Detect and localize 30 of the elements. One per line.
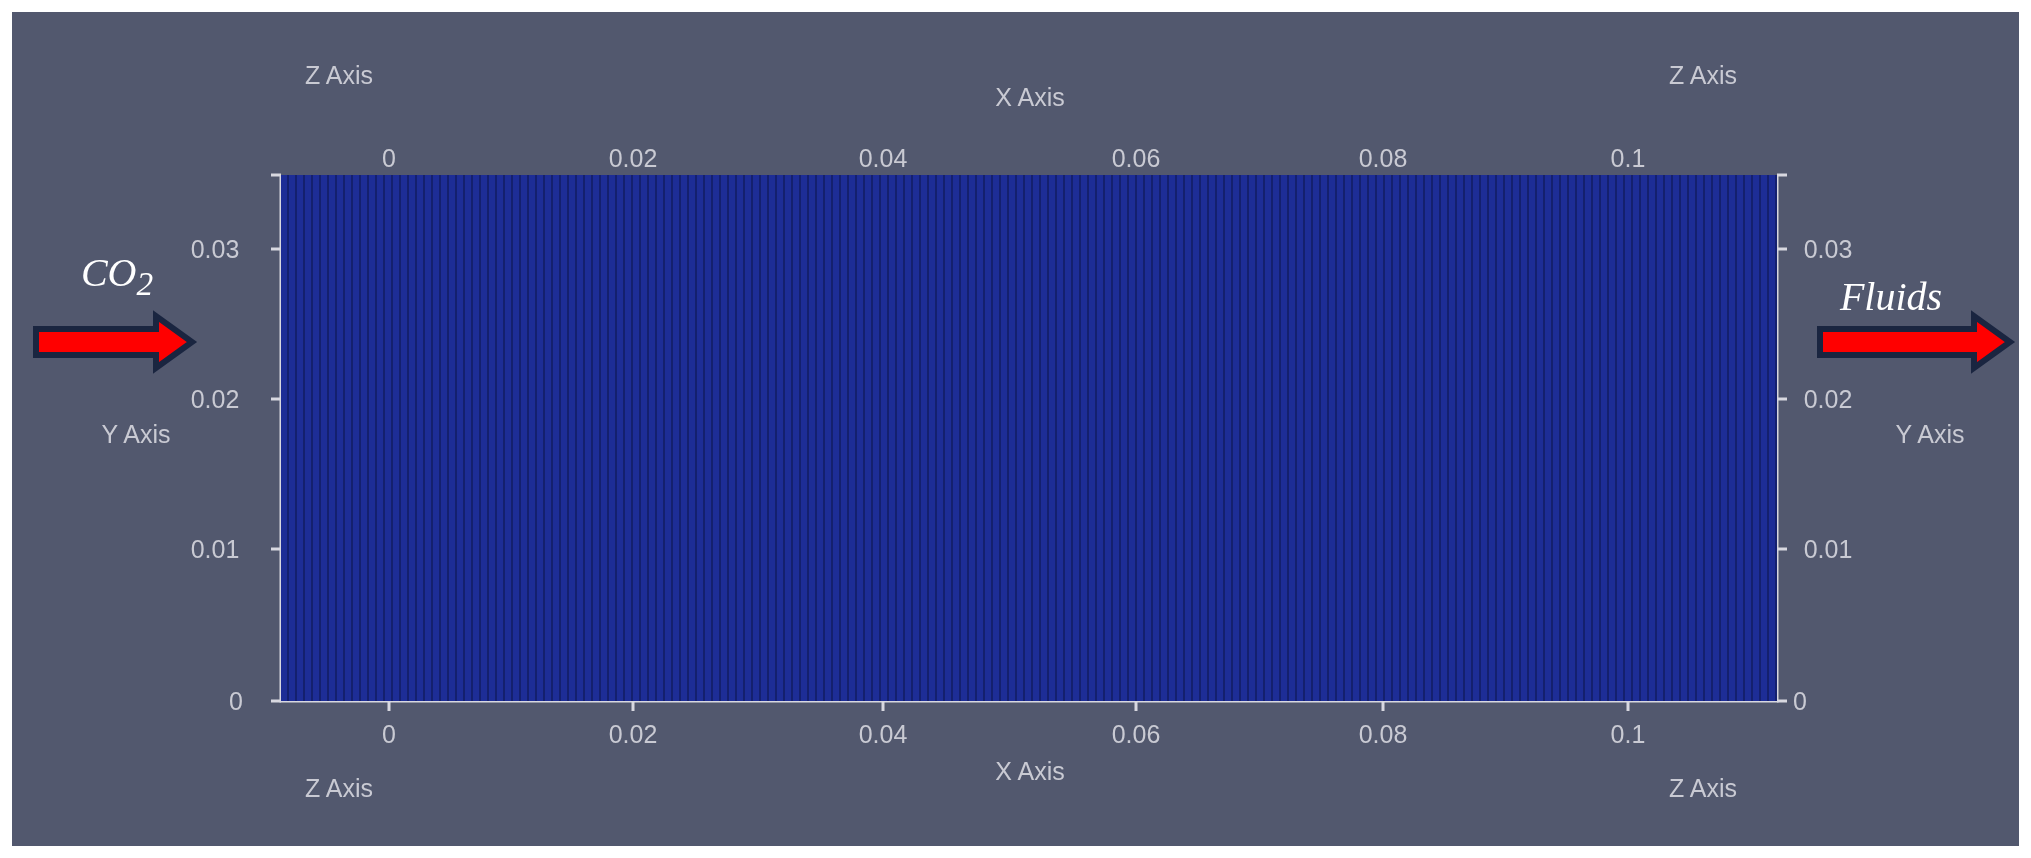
tick-label: 0 [1793,686,1807,716]
axis-title: X Axis [995,756,1065,786]
tick-label: 0.01 [1803,534,1853,564]
axis-title: Z Axis [304,60,374,90]
tick-label: 0 [229,686,243,716]
tick-label: 0.02 [608,719,658,749]
flow-label: CO$_{2}$ [80,249,154,303]
axis-title: Z Axis [304,773,374,803]
tick-label: 0.02 [190,384,240,414]
axis-title: Y Axis [1895,419,1965,449]
axis-title: X Axis [995,82,1065,112]
tick-label: 0.1 [1610,719,1646,749]
axis-title: Z Axis [1668,60,1738,90]
tick-label: 0.03 [1803,234,1853,264]
tick-label: 0.06 [1111,143,1161,173]
tick-label: 0 [382,143,396,173]
tick-label: 0.08 [1358,143,1408,173]
flow-label: Fluids [1839,272,1943,320]
tick-label: 0 [382,719,396,749]
tick-label: 0.02 [608,143,658,173]
tick-label: 0.1 [1610,143,1646,173]
tick-label: 0.04 [858,143,908,173]
tick-label: 0.06 [1111,719,1161,749]
axis-title: Y Axis [101,419,171,449]
tick-label: 0.02 [1803,384,1853,414]
tick-label: 0.04 [858,719,908,749]
axis-title: Z Axis [1668,773,1738,803]
tick-label: 0.08 [1358,719,1408,749]
tick-label: 0.01 [190,534,240,564]
tick-label: 0.03 [190,234,240,264]
